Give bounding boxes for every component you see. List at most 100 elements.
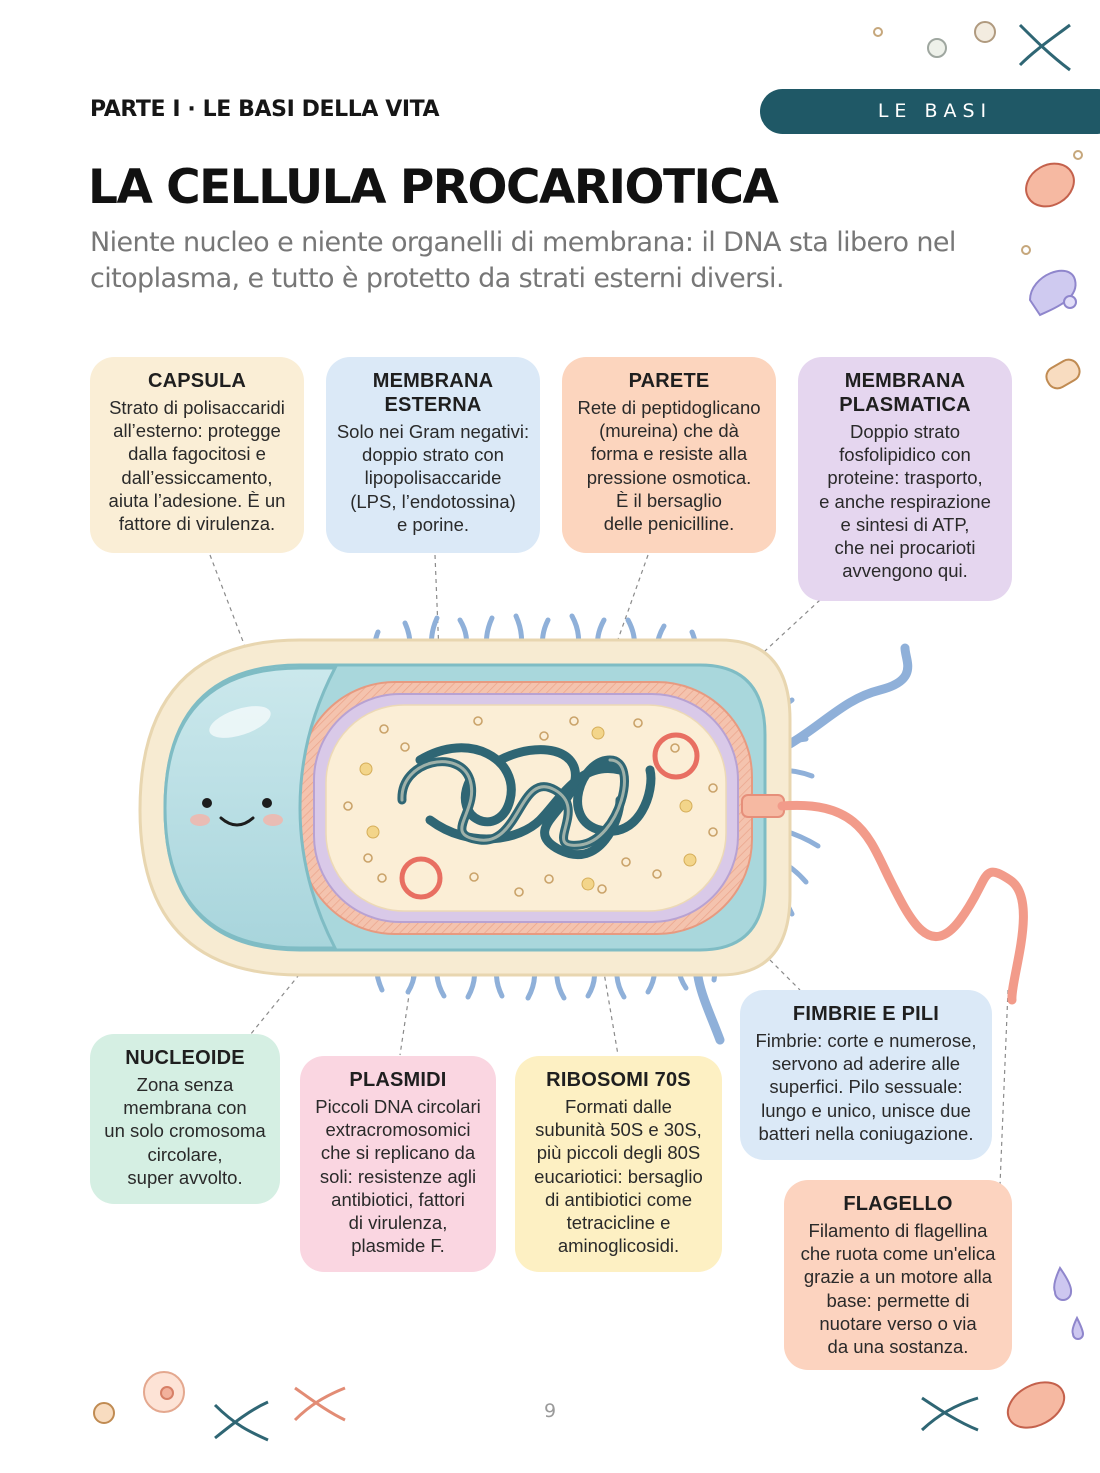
card-nucleoide-title: NUCLEOIDE bbox=[125, 1047, 245, 1069]
card-line: lipopolisaccaride bbox=[364, 467, 502, 489]
card-fimbrie-pili: FIMBRIE E PILI Fimbrie: corte e numerose… bbox=[740, 990, 992, 1160]
card-line: delle penicilline. bbox=[603, 513, 735, 535]
card-line: che nei procarioti bbox=[834, 537, 976, 559]
card-line: pressione osmotica. bbox=[586, 466, 752, 488]
card-line: nuotare verso o via bbox=[819, 1312, 977, 1334]
card-line: batteri nella coniugazione. bbox=[758, 1122, 974, 1144]
card-flagello-title: FLAGELLO bbox=[843, 1193, 953, 1215]
card-line: un solo cromosoma bbox=[104, 1120, 266, 1142]
card-capsula-line: fattore di virulenza. bbox=[118, 513, 276, 535]
card-parete-text: Rete di peptidoglicano (mureina) che dà … bbox=[570, 396, 768, 535]
card-line: È il bersaglio bbox=[616, 489, 722, 511]
card-line: antibiotici, fattori bbox=[331, 1188, 465, 1210]
card-capsula-text: Strato di polisaccaridi all’esterno: pro… bbox=[98, 396, 296, 535]
card-membrana-esterna: MEMBRANA ESTERNA Solo nei Gram negativi:… bbox=[326, 357, 540, 553]
card-plasmidi-text: Piccoli DNA circolari extracromosomici c… bbox=[308, 1095, 488, 1257]
card-line: Piccoli DNA circolari bbox=[315, 1096, 481, 1117]
section-label-text: LE BASI bbox=[877, 100, 993, 122]
card-line: plasmide F. bbox=[351, 1235, 445, 1257]
card-line: doppio strato con bbox=[362, 444, 504, 466]
ribosomes bbox=[343, 716, 718, 897]
card-line: avvengono qui. bbox=[842, 560, 968, 582]
card-membrana-esterna-title: MEMBRANA ESTERNA bbox=[334, 369, 532, 417]
card-line: che ruota come un'elica bbox=[800, 1243, 996, 1265]
card-membrana-plasmatica: MEMBRANA PLASMATICA Doppio strato fosfol… bbox=[798, 357, 1012, 601]
card-membrana-plasmatica-text: Doppio strato fosfolipidico con proteine… bbox=[806, 420, 1004, 582]
card-parete-title: PARETE bbox=[628, 370, 710, 392]
card-capsula-title: CAPSULA bbox=[147, 370, 247, 392]
page-subtitle: Niente nucleo e niente organelli di memb… bbox=[90, 227, 956, 294]
nucleoid-dna-inner bbox=[400, 758, 626, 847]
card-capsula-line: aiuta l’adesione. È un bbox=[108, 489, 286, 511]
card-line: fosfolipidico con bbox=[839, 444, 971, 466]
card-ribosomi: RIBOSOMI 70S Formati dalle subunità 50S … bbox=[515, 1056, 722, 1272]
cell-face-shape bbox=[163, 666, 338, 950]
card-capsula-line: all’esterno: protegge bbox=[113, 420, 281, 442]
card-line: eucariotici: bersaglio bbox=[534, 1165, 703, 1187]
card-line: membrana con bbox=[123, 1097, 247, 1119]
card-line: aminoglicosidi. bbox=[557, 1235, 680, 1257]
card-line: Fimbrie: corte e numerose, bbox=[755, 1030, 977, 1051]
card-line: più piccoli degli 80S bbox=[536, 1142, 701, 1164]
card-line: proteine: trasporto, bbox=[827, 467, 983, 489]
card-line: (mureina) che dà bbox=[599, 420, 739, 442]
card-line: servono ad aderire alle bbox=[771, 1053, 961, 1075]
card-line: di antibiotici come bbox=[544, 1188, 693, 1210]
decor-icons bbox=[93, 21, 1085, 1442]
card-line: soli: resistenze agli bbox=[319, 1165, 477, 1187]
section-label: LE BASI bbox=[760, 89, 1100, 134]
card-plasmidi: PLASMIDI Piccoli DNA circolari extracrom… bbox=[300, 1056, 496, 1272]
card-parete: PARETE Rete di peptidoglicano (mureina) … bbox=[562, 357, 776, 553]
card-title-line: MEMBRANA bbox=[372, 370, 494, 392]
card-line: super avvolto. bbox=[127, 1166, 243, 1188]
card-line: Solo nei Gram negativi: bbox=[336, 421, 530, 442]
card-flagello-text: Filamento di flagellina che ruota come u… bbox=[792, 1219, 1004, 1358]
card-line: Formati dalle bbox=[565, 1096, 672, 1117]
card-plasmidi-title: PLASMIDI bbox=[349, 1069, 447, 1091]
card-line: e sintesi di ATP, bbox=[840, 513, 970, 535]
page-title: LA CELLULA PROCARIOTICA bbox=[88, 160, 779, 215]
card-capsula: CAPSULA Strato di polisaccaridi all’este… bbox=[90, 357, 304, 553]
card-title-line: MEMBRANA bbox=[844, 370, 966, 392]
card-line: e porine. bbox=[397, 513, 469, 535]
plasmid-1 bbox=[652, 732, 700, 780]
card-nucleoide-text: Zona senza membrana con un solo cromosom… bbox=[98, 1073, 272, 1189]
card-membrana-esterna-text: Solo nei Gram negativi: doppio strato co… bbox=[334, 420, 532, 536]
card-title-line: ESTERNA bbox=[384, 394, 482, 416]
flagellum-filament bbox=[777, 800, 1028, 1005]
card-line: che si replicano da bbox=[320, 1142, 476, 1164]
card-line: (LPS, l’endotossina) bbox=[350, 490, 516, 512]
card-line: extracromosomici bbox=[325, 1119, 471, 1141]
card-fimbrie-text: Fimbrie: corte e numerose, servono ad ad… bbox=[748, 1029, 984, 1145]
card-title-line: PLASMATICA bbox=[839, 394, 971, 416]
card-line: Filamento di flagellina bbox=[808, 1220, 988, 1241]
card-capsula-line: dall’essiccamento, bbox=[121, 466, 273, 488]
card-line: e anche respirazione bbox=[819, 490, 991, 512]
card-line: superfici. Pilo sessuale: bbox=[769, 1076, 963, 1098]
card-line: forma e resiste alla bbox=[590, 443, 748, 465]
card-line: subunità 50S e 30S, bbox=[535, 1119, 702, 1141]
plasmid-2 bbox=[399, 856, 443, 900]
section-pill bbox=[760, 89, 1100, 134]
card-flagello: FLAGELLO Filamento di flagellina che ruo… bbox=[784, 1180, 1012, 1370]
card-line: di virulenza, bbox=[348, 1212, 448, 1234]
card-nucleoide: NUCLEOIDE Zona senza membrana con un sol… bbox=[90, 1034, 280, 1204]
card-line: da una sostanza. bbox=[827, 1336, 969, 1358]
card-line: Zona senza bbox=[136, 1074, 234, 1095]
card-line: Rete di peptidoglicano bbox=[577, 397, 761, 418]
section-kicker: PARTE I · LE BASI DELLA VITA bbox=[90, 97, 440, 122]
card-ribosomi-title: RIBOSOMI 70S bbox=[546, 1069, 691, 1091]
card-line: tetracicline e bbox=[566, 1212, 671, 1234]
card-line: lungo e unico, unisce due bbox=[761, 1099, 971, 1121]
card-line: grazie a un motore alla bbox=[803, 1266, 993, 1288]
card-membrana-plasmatica-title: MEMBRANA PLASMATICA bbox=[806, 369, 1004, 417]
card-capsula-line: Strato di polisaccaridi bbox=[109, 397, 285, 418]
page-number: 9 bbox=[543, 1400, 557, 1422]
card-ribosomi-text: Formati dalle subunità 50S e 30S, più pi… bbox=[523, 1095, 714, 1257]
card-line: circolare, bbox=[147, 1143, 223, 1165]
card-capsula-line: dalla fagocitosi e bbox=[128, 443, 266, 465]
card-line: Doppio strato bbox=[849, 421, 961, 442]
card-line: base: permette di bbox=[826, 1289, 970, 1311]
card-fimbrie-title: FIMBRIE E PILI bbox=[792, 1003, 940, 1025]
